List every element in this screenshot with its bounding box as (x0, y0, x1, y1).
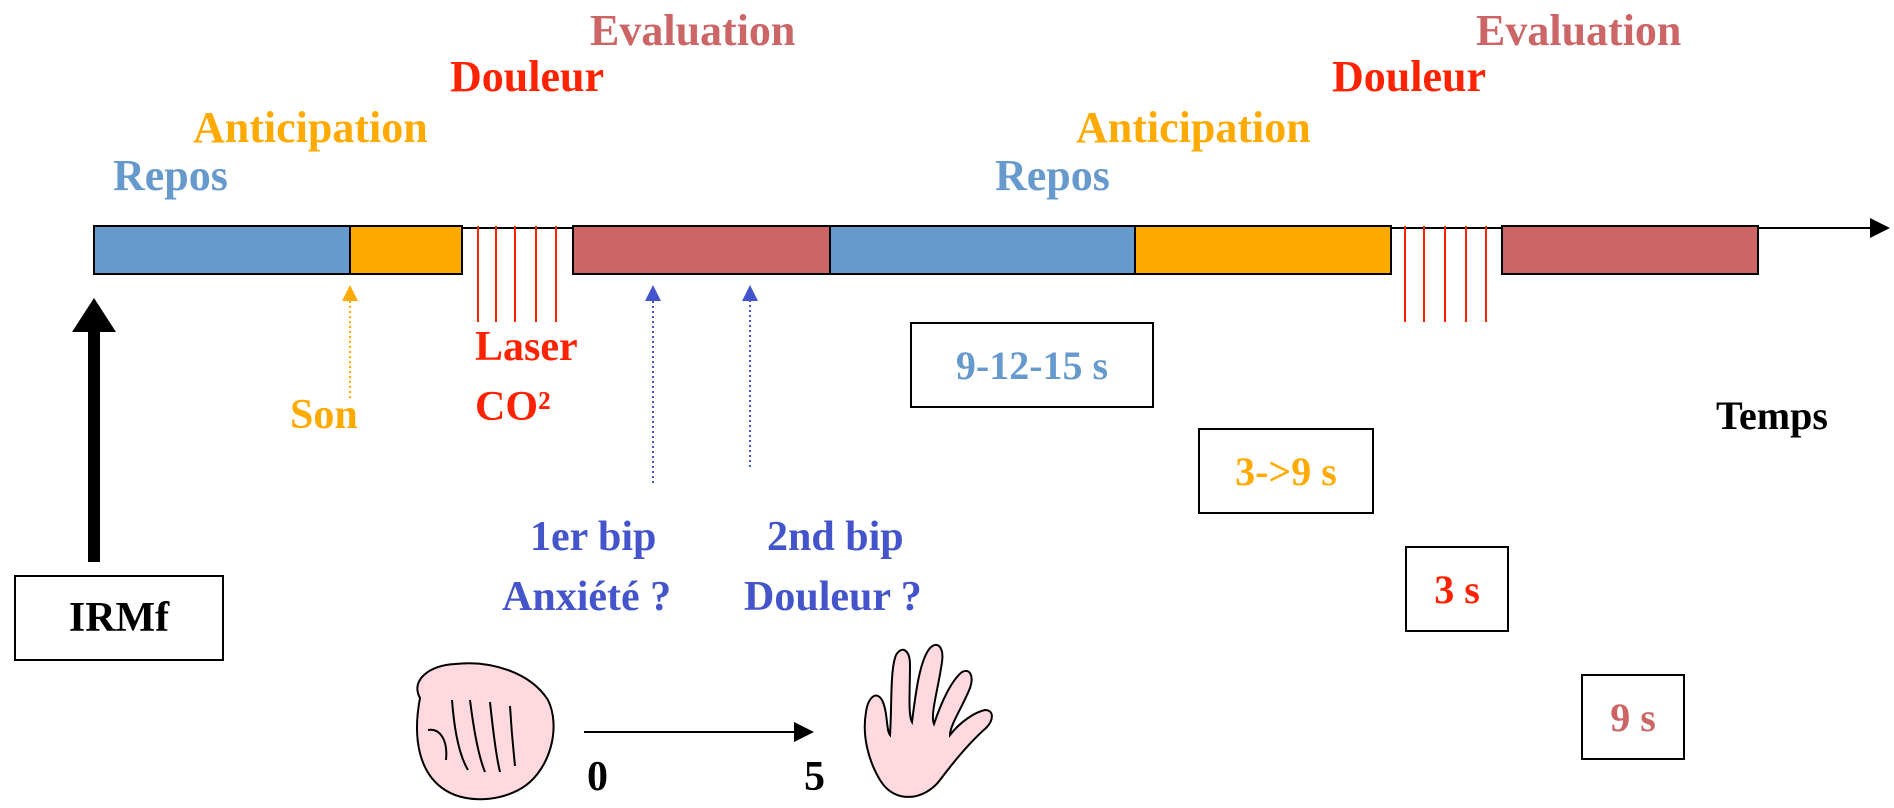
duration-repos-label: 9-12-15 s (955, 342, 1109, 388)
phase-label-evaluation-2: Evaluation (1476, 6, 1682, 55)
phase-label-evaluation-1: Evaluation (590, 6, 796, 55)
duration-box-douleur: 3 s (1405, 546, 1509, 632)
repos-block-2 (829, 225, 1136, 275)
bip2-label-line1: 2nd bip (767, 514, 904, 560)
bip1-label-line2: Anxiété ? (502, 574, 672, 620)
irmf-label: IRMf (68, 595, 170, 641)
son-label: Son (290, 392, 358, 438)
phase-label-douleur-1: Douleur (450, 52, 604, 101)
duration-evaluation-label: 9 s (1610, 694, 1656, 740)
axis-label-temps: Temps (1716, 393, 1828, 438)
phase-label-anticipation-2: Anticipation (1076, 103, 1311, 152)
phase-label-repos-2: Repos (995, 151, 1110, 200)
duration-douleur-label: 3 s (1434, 566, 1480, 612)
irmf-arrow-head (72, 298, 116, 332)
phase-label-douleur-2: Douleur (1332, 52, 1486, 101)
open-hand-icon (863, 643, 993, 798)
scale-max-label: 5 (804, 754, 825, 800)
duration-box-anticipation: 3->9 s (1198, 428, 1374, 514)
laser-label-line2: CO² (475, 384, 551, 430)
laser-pulses-1 (477, 226, 557, 322)
duration-anticipation-label: 3->9 s (1235, 448, 1337, 494)
laser-pulses-2 (1404, 226, 1487, 322)
irmf-arrow-shaft (88, 326, 100, 562)
evaluation-block-2 (1501, 225, 1759, 275)
scale-min-label: 0 (587, 754, 608, 800)
repos-block-1 (93, 225, 351, 275)
bip1-label-line1: 1er bip (530, 514, 657, 560)
phase-label-anticipation-1: Anticipation (193, 103, 428, 152)
bip2-label-line2: Douleur ? (744, 574, 922, 620)
duration-box-evaluation: 9 s (1581, 674, 1685, 760)
anticipation-block-2 (1134, 225, 1392, 275)
closed-fist-icon (416, 662, 555, 801)
irmf-box: IRMf (14, 575, 224, 661)
laser-label-line1: Laser (475, 324, 578, 370)
evaluation-block-1 (572, 225, 831, 275)
duration-box-repos: 9-12-15 s (910, 322, 1154, 408)
phase-label-repos-1: Repos (113, 151, 228, 200)
anticipation-block-1 (349, 225, 463, 275)
